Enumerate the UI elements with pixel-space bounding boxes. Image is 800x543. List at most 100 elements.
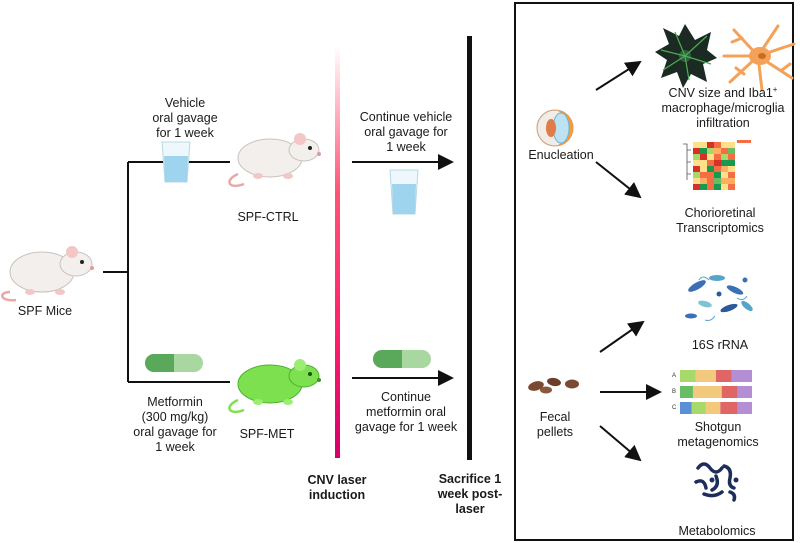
enucleation-label: Enucleation [528,148,594,162]
heatmap-cell [714,142,721,148]
heatmap-cell [700,166,707,172]
cnv-laser-bar [335,46,340,458]
heatmap-cell [700,148,707,154]
heatmap-cell [707,142,714,148]
heatmap-cell [728,154,735,160]
retina-flatmount-icon [655,24,717,88]
heatmap-cell [693,148,700,154]
heatmap-cell [721,142,728,148]
sacrifice-bar [467,36,472,460]
heatmap-cell [700,160,707,166]
heatmap-cell [728,160,735,166]
heatmap-cell [714,148,721,154]
heatmap-dendrogram [683,143,691,180]
shotgun-bar-segment [721,386,738,398]
pill-icon-continue [373,350,431,368]
heatmap-cell [693,178,700,184]
fecal-pellets-icon [528,377,579,394]
metabolomics-label: Metabolomics [678,524,756,538]
cnv-size-label: CNV size and Iba1+ macrophage/microglia … [661,85,785,131]
shotgun-bar-segment [692,386,722,398]
shotgun-row-label: C [672,405,677,411]
heatmap-cell [714,178,721,184]
metformin-treatment-label: Metformin (300 mg/kg) oral gavage for 1 … [133,395,217,454]
shotgun-bar-segment [737,386,752,398]
heatmap-cell [693,172,700,178]
eye-to-cnv-arrow [595,60,642,91]
fecal-to-16s-arrow [599,320,645,353]
shotgun-bar-segment [691,402,706,414]
branch-lines [103,161,230,383]
heatmap-cell [700,184,707,190]
spf-met-mouse-icon [228,359,321,414]
transcriptomics-heatmap-icon [683,140,751,190]
pill-icon [145,354,203,372]
heatmap-cell [728,166,735,172]
sacrifice-label: Sacrifice 1 week post- laser [437,472,503,516]
heatmap-cell [714,172,721,178]
eye-icon [536,109,574,147]
fecal-pellets-label: Fecal pellets [536,410,574,439]
continue-metformin-label: Continue metformin oral gavage for 1 wee… [354,390,458,434]
heatmap-cell [693,160,700,166]
16s-rrna-label: 16S rRNA [691,338,749,352]
heatmap-cell [721,154,728,160]
heatmap-cell [721,184,728,190]
metabolites-icon [694,462,739,502]
shotgun-bar-chart-icon: A B C [672,370,752,414]
shotgun-bar-segment [737,402,752,414]
microglia-icon [722,24,796,92]
heatmap-cell [707,160,714,166]
eye-to-transcriptomics-arrow [595,161,642,199]
shotgun-bar-segment [680,402,692,414]
fecal-to-metabolomics-arrow [599,425,642,462]
shotgun-bar-segment [680,370,696,382]
heatmap-cell [721,160,728,166]
heatmap-cell [728,142,735,148]
heatmap-cell [707,172,714,178]
spf-ctrl-mouse-icon [228,133,321,188]
heatmap-cell [714,166,721,172]
shotgun-bar-segment [695,370,716,382]
continue-vehicle-label: Continue vehicle oral gavage for 1 week [359,110,453,154]
heatmap-cell [693,184,700,190]
heatmap-cell [693,166,700,172]
bacteria-icon [685,275,753,321]
shotgun-bar-segment [705,402,721,414]
heatmap-cell [700,172,707,178]
spf-ctrl-label: SPF-CTRL [237,210,299,224]
shotgun-metagenomics-label: Shotgun metagenomics [677,420,759,449]
heatmap-cell [721,172,728,178]
heatmap-cell [721,178,728,184]
heatmap-cell [700,154,707,160]
cnv-laser-label: CNV laser induction [307,473,367,502]
heatmap-cell [714,154,721,160]
heatmap-cell [707,166,714,172]
outcomes-panel [514,2,794,541]
vehicle-treatment-label: Vehicle oral gavage for 1 week [152,96,218,140]
shotgun-bar-segment [680,386,693,398]
shotgun-bar-segment [731,370,752,382]
heatmap-cell [714,160,721,166]
shotgun-bar-segment [716,370,732,382]
heatmap-cell [700,178,707,184]
heatmap-cell [728,178,735,184]
spf-met-label: SPF-MET [239,427,295,441]
spf-mice-label: SPF Mice [17,304,73,318]
heatmap-cell [714,184,721,190]
shotgun-row-label: A [672,373,676,379]
heatmap-cell [700,142,707,148]
water-glass-icon-continue [389,169,419,215]
water-glass-icon [161,141,191,183]
heatmap-cell [693,154,700,160]
heatmap-cell [693,142,700,148]
heatmap-cell [707,148,714,154]
spf-mouse-icon [1,246,94,302]
shotgun-row-label: B [672,389,676,395]
heatmap-cell [707,178,714,184]
heatmap-cell [707,154,714,160]
heatmap-cell [728,148,735,154]
heatmap-cell [721,148,728,154]
